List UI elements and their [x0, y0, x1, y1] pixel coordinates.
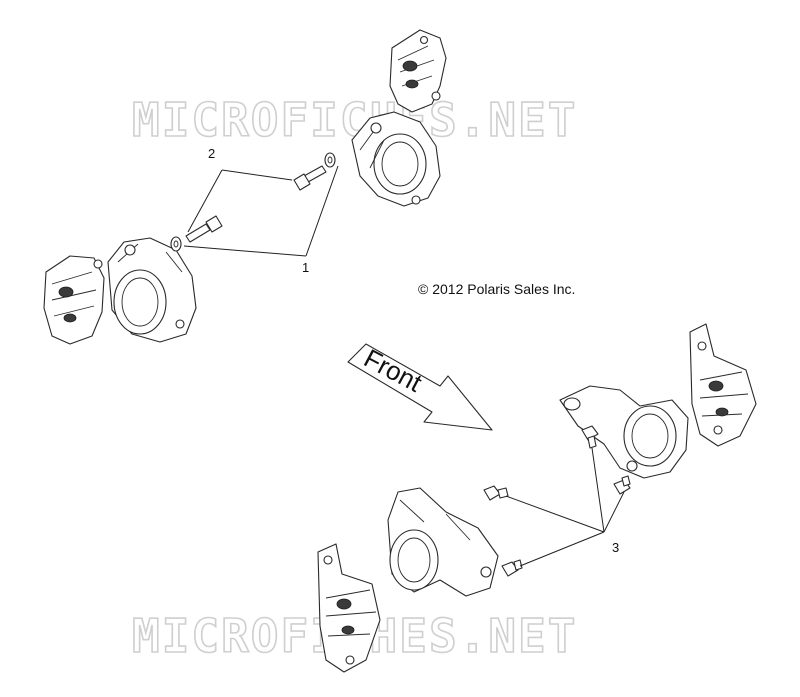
leader-2b — [187, 169, 223, 233]
caliper-left — [43, 255, 105, 345]
callout-1: 1 — [302, 260, 309, 275]
caliper-right — [689, 323, 757, 447]
leader-2a — [221, 169, 293, 181]
bolt-3b — [483, 485, 509, 501]
leader-1b — [183, 245, 307, 257]
leader-1a — [305, 165, 339, 257]
callout-2: 2 — [208, 146, 215, 161]
bolt-3d — [501, 559, 523, 577]
caliper-upper — [389, 29, 447, 113]
leader-3c — [603, 491, 625, 533]
bolt-3c — [613, 475, 631, 495]
knuckle-left — [107, 237, 197, 343]
bolt-upper — [293, 165, 327, 191]
leader-3d — [519, 531, 605, 567]
bolt-3a — [581, 425, 599, 449]
knuckle-right — [559, 385, 689, 479]
washer-upper — [324, 152, 336, 168]
washer-lower — [170, 236, 182, 252]
knuckle-bottom — [387, 487, 499, 597]
leader-3a — [591, 447, 605, 533]
front-arrow: Front — [347, 343, 493, 431]
caliper-bottom — [317, 543, 381, 673]
bolt-lower — [185, 215, 223, 243]
leader-3b — [505, 495, 605, 533]
copyright-text: © 2012 Polaris Sales Inc. — [418, 281, 575, 297]
watermark-top: MICROFICHES.NET — [132, 93, 577, 147]
knuckle-upper — [351, 111, 441, 207]
callout-3: 3 — [612, 540, 619, 555]
